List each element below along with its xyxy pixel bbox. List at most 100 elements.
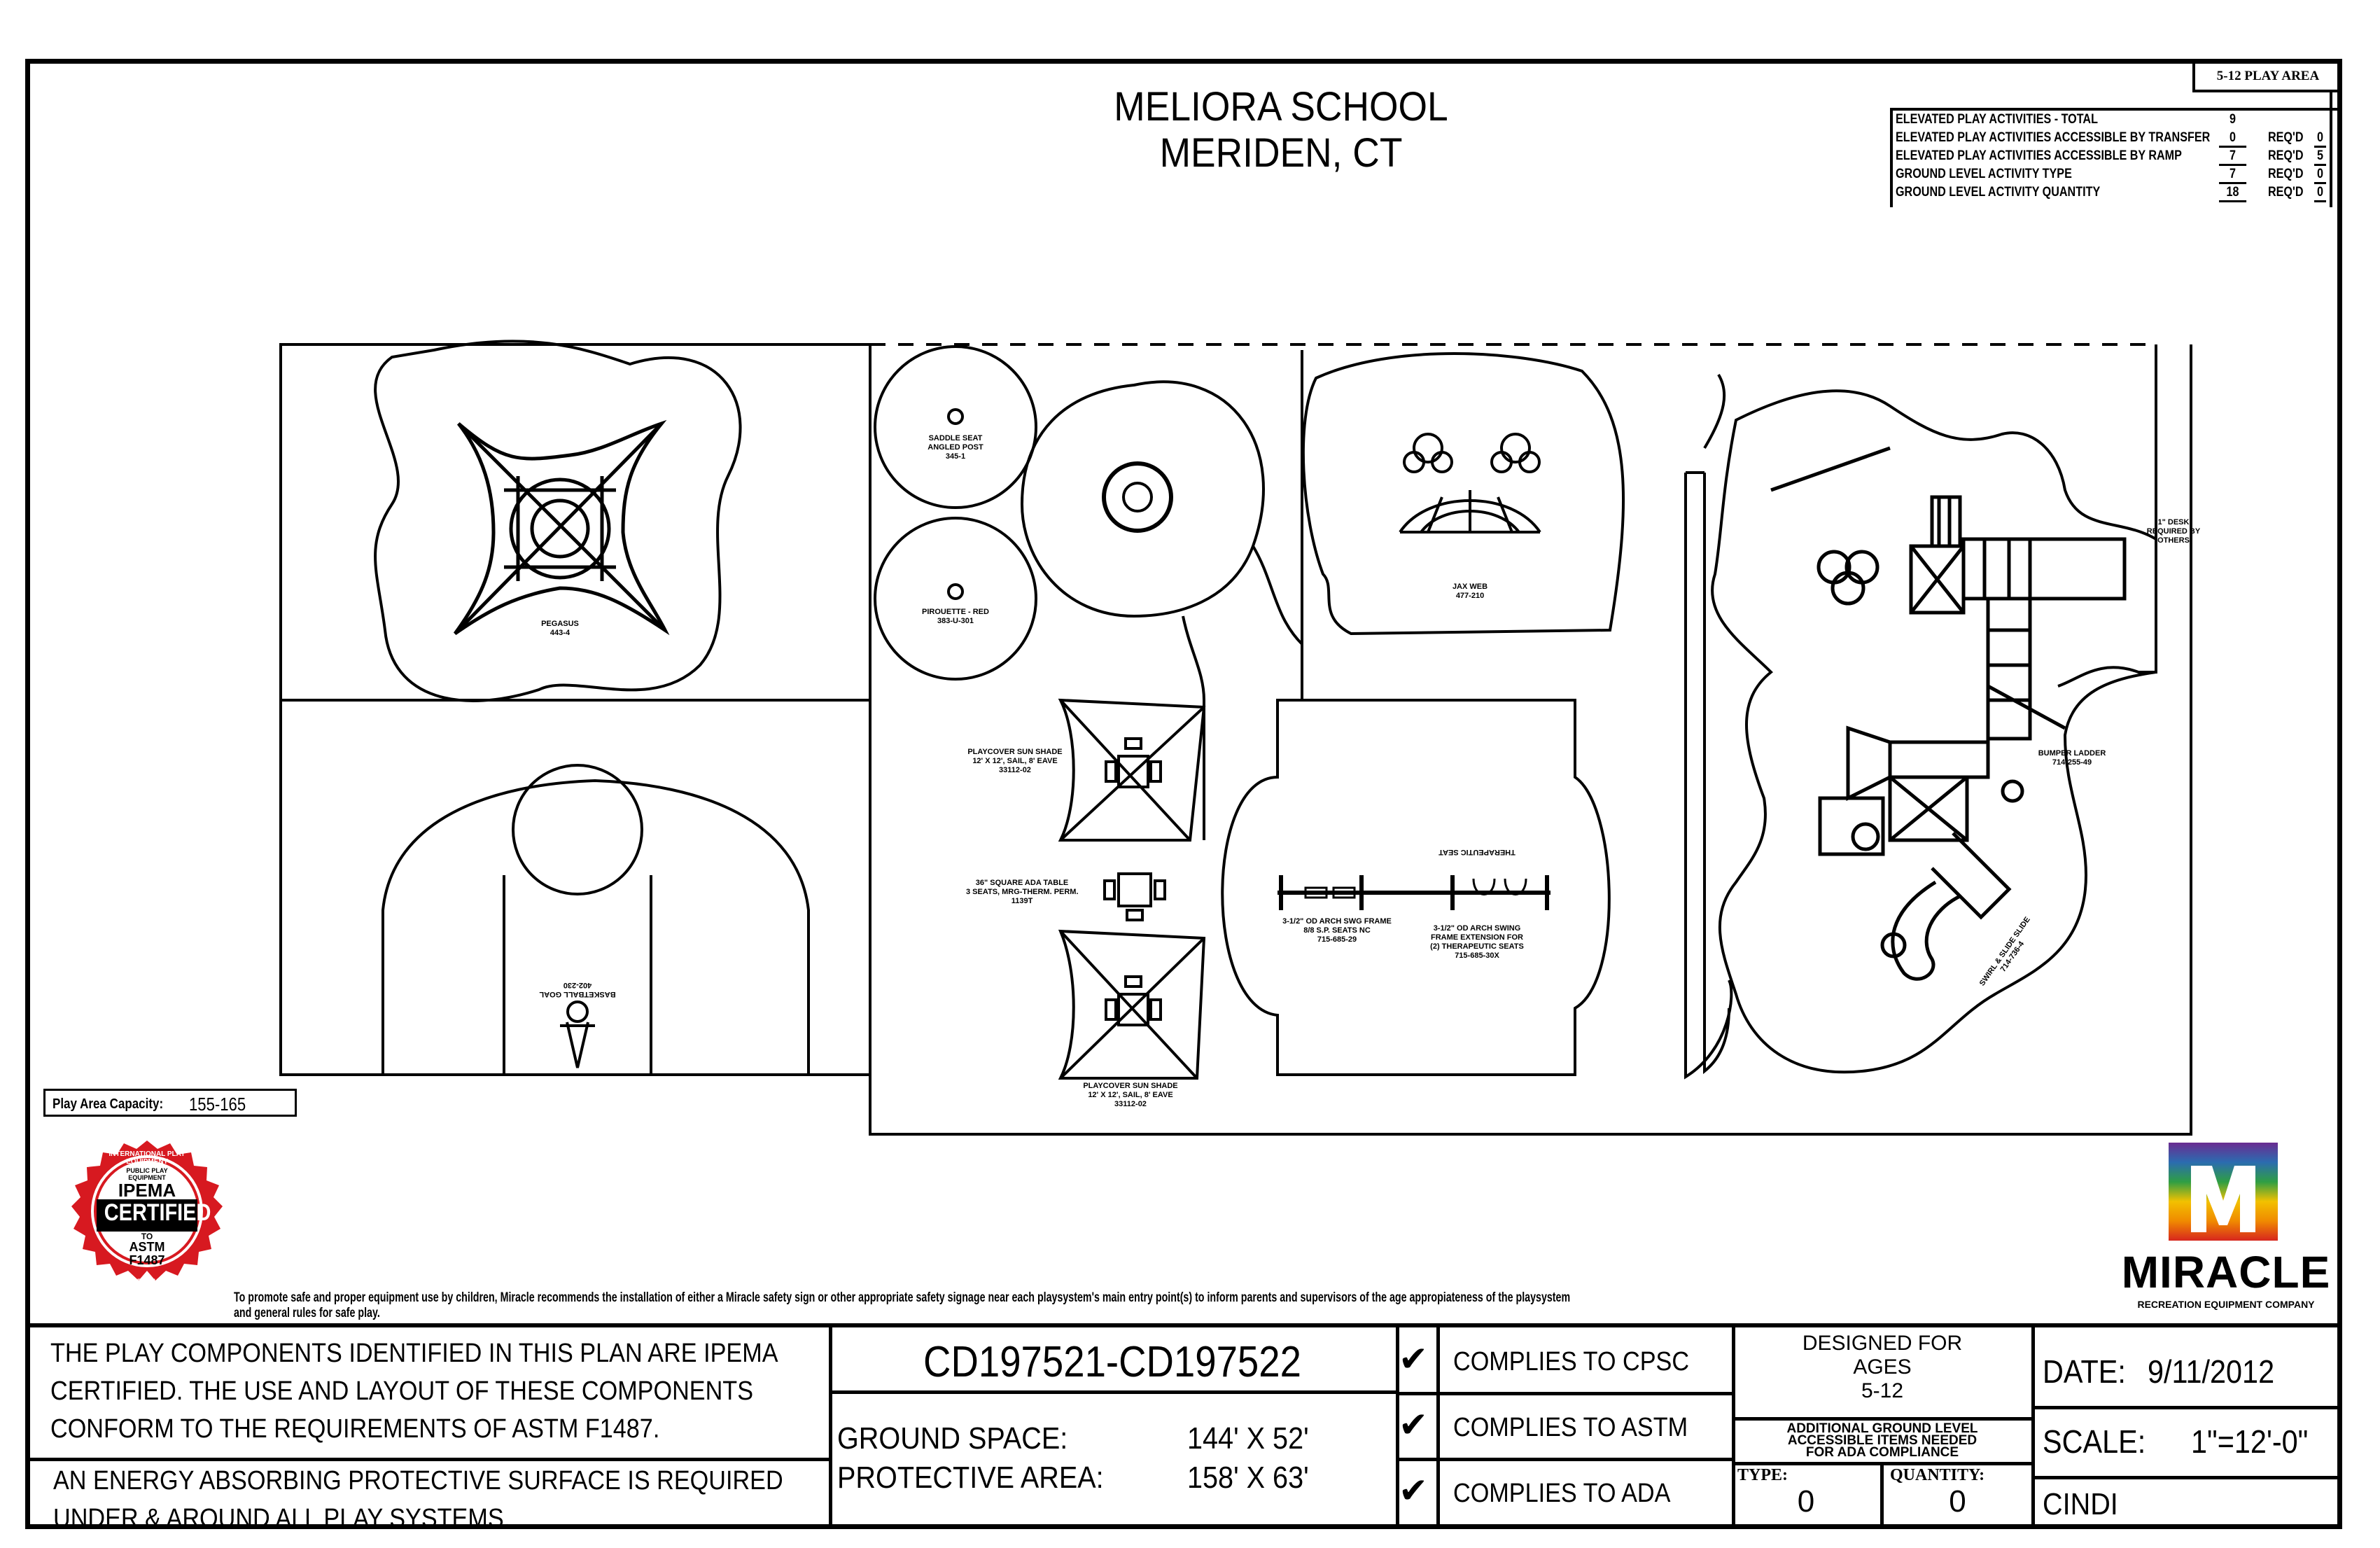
play-area-row-req-value: 0: [2314, 185, 2326, 202]
surface-line-1: AN ENERGY ABSORBING PROTECTIVE SURFACE I…: [53, 1466, 783, 1495]
play-area-row-req-label: REQ'D: [2268, 130, 2304, 145]
jax-web-surface: [1301, 352, 1625, 636]
complies-ada: COMPLIES TO ADA: [1453, 1479, 1671, 1508]
additional-items: ADDITIONAL GROUND LEVEL ACCESSIBLE ITEMS…: [1732, 1421, 2033, 1459]
play-area-row-req-value: 5: [2314, 148, 2326, 166]
quantity-label: QUANTITY:: [1890, 1466, 1985, 1484]
spinner-surface: [1020, 380, 1265, 618]
type-label: TYPE:: [1737, 1466, 1788, 1484]
surface-text: AN ENERGY ABSORBING PROTECTIVE SURFACE I…: [53, 1462, 864, 1537]
sun-shade-1-label: PLAYCOVER SUN SHADE 12' X 12', SAIL, 8' …: [959, 748, 1071, 775]
ipema-f1487: F1487: [129, 1253, 165, 1267]
scale-value: 1"=12'-0": [2191, 1423, 2309, 1460]
pegasus-surface: [374, 340, 742, 702]
date-label: DATE:: [2043, 1353, 2126, 1390]
jax-web-label: JAX WEB 477-210: [1435, 583, 1505, 601]
play-area-row-value: 7: [2219, 167, 2247, 184]
designed-for: DESIGNED FOR AGES 5-12: [1732, 1332, 2033, 1403]
ground-space-value: 144' X 52': [1187, 1421, 1309, 1456]
play-area-row-label: GROUND LEVEL ACTIVITY TYPE: [1896, 167, 2072, 181]
play-area-row-value: 9: [2230, 112, 2236, 127]
swing-frame-2-label: 3-1/2" OD ARCH SWING FRAME EXTENSION FOR…: [1421, 924, 1533, 961]
pirouette-surface: [874, 517, 1037, 681]
sun-shade-2-label: PLAYCOVER SUN SHADE 12' X 12', SAIL, 8' …: [1074, 1082, 1186, 1109]
pirouette-code: 383-U-301: [937, 617, 974, 625]
by-others-label: 1" DESK REQUIRED BY OTHERS: [2142, 518, 2205, 545]
additional-line-2: ACCESSIBLE ITEMS NEEDED: [1787, 1433, 1977, 1448]
sun-shade-2: [1058, 929, 1206, 1080]
sun-shade-1-spec: 12' X 12', SAIL, 8' EAVE: [972, 757, 1058, 765]
jax-web-name: JAX WEB: [1452, 583, 1488, 591]
ipema-certified: CERTIFIED: [104, 1199, 211, 1226]
saddle-seat-post: ANGLED POST: [927, 443, 983, 452]
basketball-code: 402-230: [563, 981, 592, 989]
swing-frame-2-seats: (2) THERAPEUTIC SEATS: [1430, 942, 1524, 951]
saddle-seat-name: SADDLE SEAT: [928, 434, 983, 442]
miracle-tagline: RECREATION EQUIPMENT COMPANY: [2137, 1299, 2315, 1310]
play-area-row: ELEVATED PLAY ACTIVITIES - TOTAL 9: [1890, 112, 2338, 130]
sun-shade-1-name: PLAYCOVER SUN SHADE: [967, 748, 1063, 756]
pirouette-label: PIROUETTE - RED 383-U-301: [913, 608, 997, 626]
check-icon-ada: ✔: [1399, 1470, 1428, 1511]
jax-web: [1399, 433, 1541, 534]
by-others-text: 1" DESK REQUIRED BY OTHERS: [2146, 518, 2201, 545]
protective-area-label: PROTECTIVE AREA:: [837, 1460, 1104, 1495]
play-area-row-label: ELEVATED PLAY ACTIVITIES ACCESSIBLE BY T…: [1896, 130, 2211, 145]
ipema-inner: PUBLIC PLAY EQUIPMENT: [126, 1167, 168, 1181]
bumper-ladder-code: 714-255-49: [2052, 758, 2092, 767]
date-value: 9/11/2012: [2148, 1353, 2275, 1390]
therapeutic-seat-name: THERAPEUTIC SEAT: [1438, 848, 1516, 856]
play-area-row-req-label: REQ'D: [2268, 148, 2304, 163]
sun-shade-2-name: PLAYCOVER SUN SHADE: [1083, 1082, 1178, 1090]
capacity-value: 155-165: [189, 1094, 246, 1115]
play-area-row: ELEVATED PLAY ACTIVITIES ACCESSIBLE BY R…: [1890, 148, 2338, 167]
swing-frame-2-name: 3-1/2" OD ARCH SWING: [1433, 924, 1521, 933]
saddle-seat-code: 345-1: [945, 452, 966, 461]
pegasus-structure: [453, 419, 670, 636]
ipema-to: TO: [141, 1232, 153, 1241]
complies-astm: COMPLIES TO ASTM: [1453, 1413, 1688, 1442]
play-area-row-req-label: REQ'D: [2268, 167, 2304, 181]
play-area-row-value: 0: [2219, 130, 2247, 148]
pirouette-name: PIROUETTE - RED: [922, 608, 989, 616]
safety-notice: To promote safe and proper equipment use…: [234, 1290, 2334, 1321]
surface-line-2: UNDER & AROUND ALL PLAY SYSTEMS.: [53, 1504, 511, 1533]
bumper-ladder-name: BUMPER LADDER: [2038, 749, 2106, 758]
bumper-ladder-label: BUMPER LADDER 714-255-49: [2037, 749, 2107, 767]
saddle-seat: [947, 408, 964, 425]
ipema-seal: INTERNATIONAL PLAY EQUIPMENT PUBLIC PLAY…: [49, 1138, 245, 1306]
type-value: 0: [1797, 1484, 1815, 1519]
play-area-heading: 5-12 PLAY AREA: [2216, 69, 2320, 83]
ada-table: [1103, 872, 1166, 921]
therapeutic-seat-label: THERAPEUTIC SEAT: [1428, 847, 1526, 856]
swing-frame-1-name: 3-1/2" OD ARCH SWG FRAME: [1282, 917, 1392, 926]
title-block: THE PLAY COMPONENTS IDENTIFIED IN THIS P…: [25, 1323, 2342, 1533]
ipema-ring-top: INTERNATIONAL PLAY EQUIPMENT: [108, 1150, 186, 1166]
swing-frame-2-code: 715-685-30X: [1455, 951, 1499, 960]
ground-space-label: GROUND SPACE:: [837, 1421, 1068, 1456]
basketball-label: BASKETBALL GOAL 402-230: [539, 980, 616, 998]
cert-line-3: CONFORM TO THE REQUIREMENTS OF ASTM F148…: [50, 1414, 660, 1444]
free-throw-circle: [512, 764, 643, 895]
swing-area: [1221, 699, 1611, 1076]
basketball-name: BASKETBALL GOAL: [539, 990, 616, 998]
miracle-logo: MIRACLE RECREATION EQUIPMENT COMPANY: [2114, 1134, 2338, 1316]
safety-notice-line-1: To promote safe and proper equipment use…: [234, 1290, 1571, 1305]
drawing-frame: [25, 59, 2342, 1529]
saddle-seat-label: SADDLE SEAT ANGLED POST 345-1: [920, 434, 990, 461]
additional-line-1: ADDITIONAL GROUND LEVEL: [1786, 1421, 1978, 1436]
swing-frame-1-label: 3-1/2" OD ARCH SWG FRAME 8/8 S.P. SEATS …: [1278, 917, 1396, 944]
ages-label: AGES: [1853, 1355, 1912, 1379]
play-area-row-req-value: 0: [2314, 130, 2326, 148]
basketball-court: [382, 779, 810, 1075]
play-area-row-value: 18: [2219, 185, 2247, 202]
play-area-row-label: ELEVATED PLAY ACTIVITIES - TOTAL: [1896, 112, 2098, 127]
sun-shade-2-spec: 12' X 12', SAIL, 8' EAVE: [1088, 1091, 1173, 1099]
swing-frame: [1278, 875, 1550, 910]
play-structure-surface: [1711, 389, 2157, 1074]
swing-frame-1-seats: 8/8 S.P. SEATS NC: [1303, 926, 1371, 935]
page-title: MELIORA SCHOOL MERIDEN, CT: [939, 84, 1622, 176]
